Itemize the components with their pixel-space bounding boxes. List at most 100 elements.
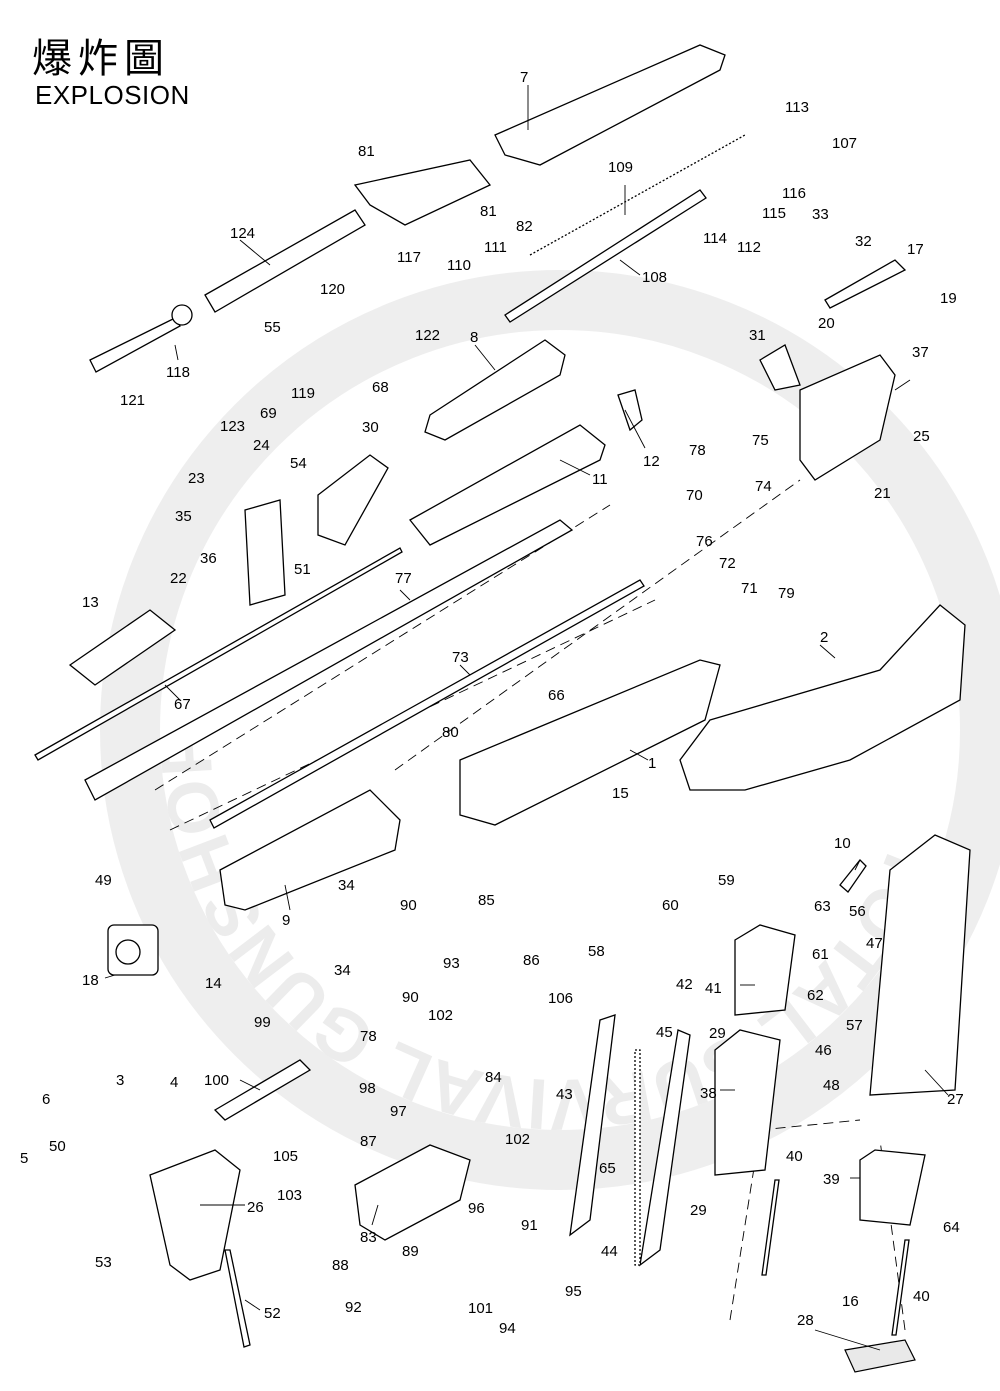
leader-18 [104,974,116,979]
leader-1 [629,749,649,761]
label-part-79: 79 [778,585,795,602]
label-part-77: 77 [395,570,412,587]
label-part-62: 62 [807,987,824,1004]
label-part-92: 92 [345,1299,362,1316]
label-part-44: 44 [601,1243,618,1260]
label-part-83: 83 [360,1229,377,1246]
watermark-ring [100,270,1000,1190]
label-part-66: 66 [548,687,565,704]
part-shape-7 [494,44,726,166]
part-shape-30 [317,454,389,546]
label-part-90-lower: 90 [402,989,419,1006]
part-shape-17 [824,259,907,309]
label-part-78-upper: 78 [689,442,706,459]
label-part-37: 37 [912,344,929,361]
label-part-8: 8 [470,329,478,346]
label-part-94: 94 [499,1320,516,1337]
leader-28 [814,1329,881,1351]
label-part-18: 18 [82,972,99,989]
label-part-102-lower: 102 [505,1131,530,1148]
label-part-20: 20 [818,315,835,332]
part-shape-51 [244,499,286,606]
label-part-82: 82 [516,218,533,235]
part-shape-13 [68,609,177,686]
part-shape-117 [353,159,492,226]
label-part-48: 48 [823,1077,840,1094]
part-shape-108 [504,189,707,323]
label-part-112: 112 [737,239,761,256]
label-part-39: 39 [823,1171,840,1188]
label-part-6: 6 [42,1091,50,1108]
label-part-109: 109 [608,159,633,176]
label-part-43: 43 [556,1086,573,1103]
label-part-119: 119 [291,385,315,402]
part-shapes [34,44,971,1373]
label-part-111: 111 [484,239,507,256]
label-part-70: 70 [686,487,703,504]
label-part-46: 46 [815,1042,832,1059]
label-part-49: 49 [95,872,112,889]
label-part-47: 47 [866,935,883,952]
part-shape-11 [409,424,606,546]
label-part-63: 63 [814,898,831,915]
part-shape-65 [634,1049,641,1266]
label-part-36: 36 [200,550,217,567]
label-part-116: 116 [782,185,806,202]
part-shape-73 [209,579,645,829]
label-part-4: 4 [170,1074,178,1091]
label-part-28: 28 [797,1312,814,1329]
part-shape-2 [679,604,966,791]
part-shape-38 [714,1029,781,1176]
label-part-60: 60 [662,897,679,914]
label-part-85: 85 [478,892,495,909]
label-part-41: 41 [705,980,722,997]
label-part-75: 75 [752,432,769,449]
label-part-87: 87 [360,1133,377,1150]
label-part-117: 117 [397,249,421,266]
leader-77 [399,589,411,601]
label-part-42: 42 [676,976,693,993]
leader-11 [559,459,591,476]
label-part-14: 14 [205,975,222,992]
label-part-110: 110 [447,257,471,274]
label-part-10: 10 [834,835,851,852]
part-shape-39 [859,1149,926,1226]
label-part-26: 26 [247,1199,264,1216]
label-part-31: 31 [749,327,766,344]
label-part-69: 69 [260,405,277,422]
label-part-107: 107 [832,135,857,152]
label-part-73: 73 [452,649,469,666]
label-part-59: 59 [718,872,735,889]
label-part-30: 30 [362,419,379,436]
label-part-118: 118 [166,364,190,381]
label-part-55: 55 [264,319,281,336]
part-shape-118-head [171,304,193,326]
leader-27 [924,1069,949,1096]
part-shape-18-hole [115,939,141,965]
part-shape-10 [839,859,867,893]
label-part-68: 68 [372,379,389,396]
leader-124 [239,239,271,266]
part-shape-77 [84,519,574,801]
leader-8 [474,344,496,371]
part-shape-12 [617,389,643,432]
label-part-3: 3 [116,1072,124,1089]
part-shape-40b [891,1239,910,1336]
leader-lines [104,85,949,1351]
label-part-90-upper: 90 [400,897,417,914]
label-part-34-lower: 34 [334,962,351,979]
label-part-51: 51 [294,561,311,578]
label-part-27: 27 [947,1091,964,1108]
label-part-122: 122 [415,327,440,344]
label-part-61: 61 [812,946,829,963]
leader-52 [244,1299,261,1311]
label-part-74: 74 [755,478,772,495]
title-english: EXPLOSION [35,80,190,110]
part-shape-9 [219,789,401,911]
label-part-93: 93 [443,955,460,972]
part-shape-1 [459,659,721,826]
part-labels: 7 113 107 81 109 116 81 115 33 82 124 11… [20,69,964,1337]
leader-67 [164,684,181,701]
label-part-17: 17 [907,241,924,258]
